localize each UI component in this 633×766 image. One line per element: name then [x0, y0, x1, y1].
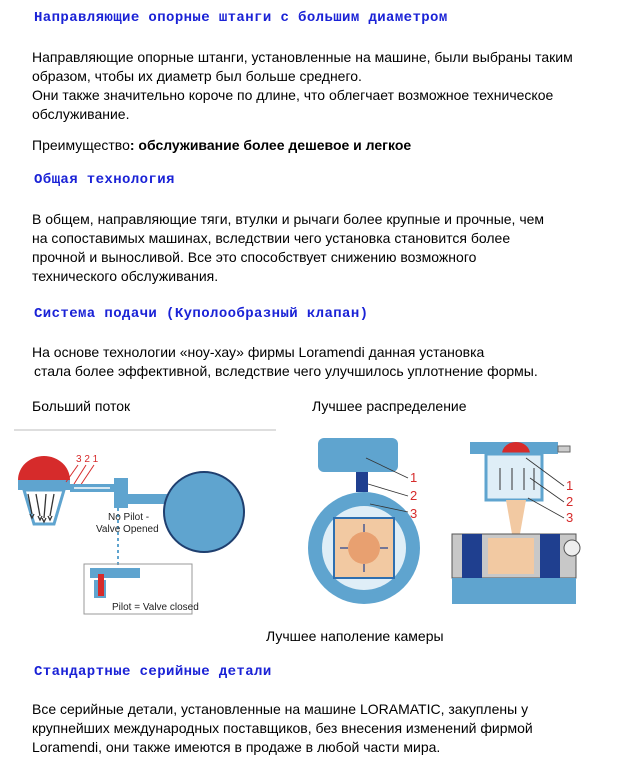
text-line: Они также значительно короче по длине, ч… — [32, 87, 554, 103]
leader-lines-a — [365, 457, 409, 513]
left-jaw — [462, 534, 482, 578]
top-hopper — [318, 438, 398, 472]
text-line: стала более эффективной, вследствие чего… — [34, 363, 538, 379]
red-dome-shape — [18, 456, 70, 480]
machine-base — [452, 578, 576, 604]
air-tank — [163, 471, 245, 553]
lower-frame — [83, 563, 193, 615]
cylinder-end — [563, 539, 581, 557]
no-pilot-label: No Pilot - — [108, 512, 149, 523]
label-a-2: 2 — [410, 488, 417, 503]
text-line: Loramendi, они также имеются в продаже в… — [32, 739, 441, 755]
distribution-diagram: 1 2 3 1 2 3 — [302, 428, 590, 614]
side-valve — [557, 445, 571, 453]
heading-standard-parts: Стандартные серийные детали — [34, 664, 272, 680]
heading-general-tech: Общая технология — [34, 172, 175, 188]
tank-pipe — [128, 494, 168, 504]
text-line: обслуживание. — [32, 106, 130, 122]
feed-neck — [356, 472, 368, 492]
valve-body — [18, 480, 70, 490]
text-line: В общем, направляющие тяги, втулки и рыч… — [32, 211, 545, 227]
advantage-value: : обслуживание более дешевое и легкое — [129, 137, 412, 153]
label-b-3: 3 — [566, 510, 573, 525]
leader-lines-b — [525, 457, 565, 519]
dome-valve-flow-diagram: 3 2 1 No Pilot - Valve Opened Pilot = Va… — [14, 428, 276, 616]
label-b-2: 2 — [566, 494, 573, 509]
red-dome-shape — [502, 442, 530, 454]
valve-closed-label: Pilot = Valve closed — [112, 602, 199, 613]
text-line: крупнейших международных поставщиков, бе… — [32, 720, 533, 736]
caption-better-distribution: Лучшее распределение — [312, 398, 467, 414]
text-line: На основе технологии «ноу-хау» фирмы Lor… — [32, 344, 485, 360]
advantage-line: Преимущество: обслуживание более дешевое… — [32, 136, 622, 155]
label-leader-lines — [65, 464, 95, 487]
advantage-label: Преимущество — [32, 137, 130, 153]
label-a-3: 3 — [410, 506, 417, 521]
valve-funnel — [21, 488, 67, 526]
heading-feed-system: Система подачи (Куполообразный клапан) — [34, 306, 369, 322]
hopper-arrows — [499, 468, 535, 490]
paragraph-general-tech: В общем, направляющие тяги, втулки и рыч… — [32, 210, 622, 286]
pipe-junction — [114, 478, 128, 508]
paragraph-guide-bars: Направляющие опорные штанги, установленн… — [32, 48, 622, 124]
valve-opened-label: Valve Opened — [96, 524, 159, 535]
lower-pipe — [90, 568, 140, 578]
heading-guide-bars: Направляющие опорные штанги с большим ди… — [34, 10, 448, 26]
text-line: образом, чтобы их диаметр был больше сре… — [32, 68, 362, 84]
label-a-1: 1 — [410, 470, 417, 485]
text-line: на сопоставимых машинах, вследствии чего… — [32, 230, 511, 246]
mold-chamber — [488, 538, 534, 574]
caption-better-filling: Лучшее наполение камеры — [266, 628, 444, 644]
distribution-arrows — [340, 524, 388, 572]
paragraph-feed-system: На основе технологии «ноу-хау» фирмы Lor… — [32, 343, 622, 381]
text-line: прочной и выносливой. Все это способству… — [32, 249, 477, 265]
text-line: Направляющие опорные штанги, установленн… — [32, 49, 573, 65]
text-line: Все серийные детали, установленные на ма… — [32, 701, 529, 717]
text-line: технического обслуживания. — [32, 268, 219, 284]
caption-bigger-flow: Больший поток — [32, 398, 131, 414]
pilot-indicator — [98, 574, 104, 596]
label-b-1: 1 — [566, 478, 573, 493]
sand-chute — [506, 500, 526, 534]
core-center — [348, 532, 380, 564]
paragraph-standard-parts: Все серийные детали, установленные на ма… — [32, 700, 622, 757]
valve-number-label: 3 2 1 — [76, 454, 99, 465]
flow-arrows — [27, 493, 55, 524]
right-jaw — [540, 534, 560, 578]
